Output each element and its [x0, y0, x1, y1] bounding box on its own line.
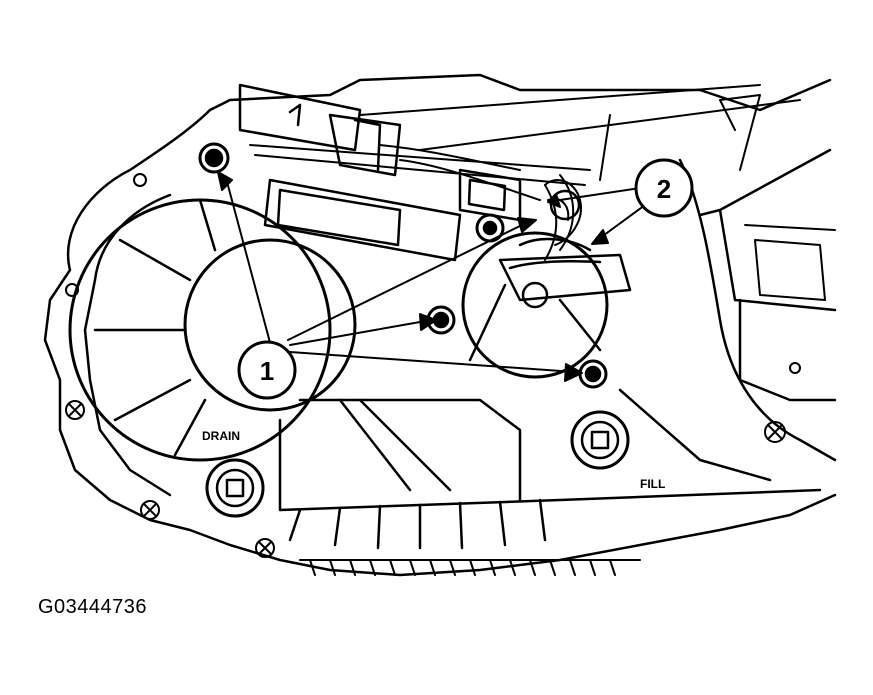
diagram-drawing: DRAIN FILL 1 2 [43, 73, 837, 577]
lower-ribs [278, 388, 822, 550]
detent-roller [549, 189, 581, 221]
bolt-top-left [198, 142, 230, 174]
case-inner-outline [83, 193, 172, 497]
right-housing [678, 148, 837, 462]
valve-body [263, 178, 462, 262]
flange-bolts [65, 173, 801, 558]
drain-label: DRAIN [202, 429, 240, 443]
fill-label: FILL [640, 477, 665, 491]
fill-plug [570, 410, 630, 470]
valve-body-side [458, 168, 522, 222]
left-bearing-circle [183, 238, 357, 412]
solenoid-connector [288, 103, 402, 177]
ring-webs [93, 198, 217, 457]
case-outline [43, 73, 837, 577]
lever-hub-outer [461, 231, 609, 379]
drain-plug [205, 458, 265, 518]
figure-id-caption: G03444736 [38, 596, 148, 618]
callout-2-number: 2 [657, 174, 671, 204]
callout-2-leaders [547, 187, 646, 245]
callout-1-number: 1 [260, 356, 274, 386]
solenoid-body [238, 83, 362, 152]
lever-hub-inner [521, 281, 549, 309]
wiring-harness [249, 144, 591, 261]
transmission-diagram: DRAIN FILL 1 2 [43, 73, 837, 577]
callout-2: 2 [634, 158, 694, 218]
top-rail [359, 84, 801, 181]
callout-1-leaders [217, 171, 583, 382]
bolt-lower-right [578, 359, 608, 389]
right-panels [719, 94, 836, 301]
manual-lever [468, 237, 632, 362]
callout-1: 1 [237, 340, 297, 400]
bottom-gear-band [299, 559, 641, 576]
